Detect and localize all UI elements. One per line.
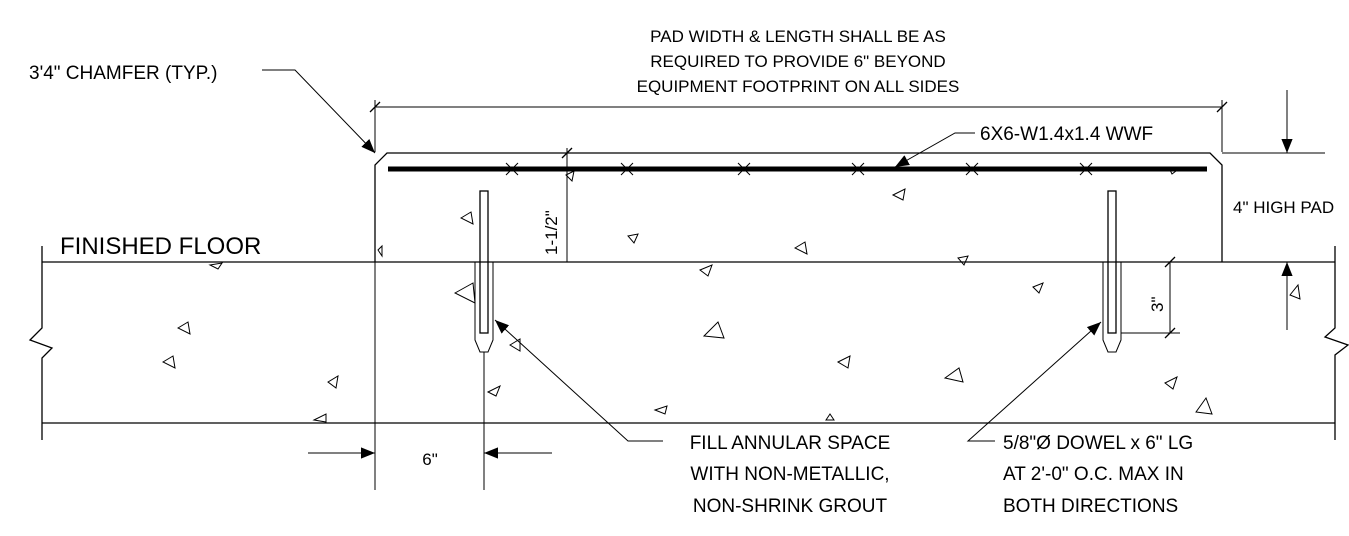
mesh-note: 6X6-W1.4x1.4 WWF — [980, 124, 1153, 145]
pad-height-dimension — [1222, 90, 1335, 330]
wwf-cross-wires — [505, 162, 1093, 176]
dowel-note-line-3: BOTH DIRECTIONS — [1003, 496, 1178, 517]
grout-note-line-3: NON-SHRINK GROUT — [693, 496, 888, 517]
edge-offset-label: 6" — [422, 450, 438, 469]
edge-offset-dimension — [308, 262, 552, 490]
chamfer-leader — [262, 69, 376, 154]
floor-slab — [28, 246, 1349, 440]
finished-floor-label: FINISHED FLOOR — [60, 233, 261, 260]
dowel-left — [474, 190, 494, 353]
pad-height-label: 4" HIGH PAD — [1233, 198, 1334, 217]
pad-size-note-line-3: EQUIPMENT FOOTPRINT ON ALL SIDES — [637, 77, 960, 96]
aggregate-hatching — [161, 167, 1301, 423]
mesh-leader — [894, 132, 975, 168]
grout-note-line-1: FILL ANNULAR SPACE — [690, 433, 891, 454]
pad-size-note-line-1: PAD WIDTH & LENGTH SHALL BE AS — [650, 27, 946, 46]
dowel-note-line-2: AT 2'-0" O.C. MAX IN — [1003, 464, 1184, 485]
grout-leader — [494, 319, 663, 442]
dowel-leader — [966, 321, 1102, 442]
mesh-depth-label: 1-1/2" — [542, 210, 561, 255]
embed-depth-label: 3" — [1148, 297, 1167, 313]
concrete-pad — [374, 152, 1223, 262]
mesh-depth-dimension — [561, 147, 573, 262]
pad-width-dimension — [369, 100, 1228, 152]
dowel-note-line-1: 5/8"Ø DOWEL x 6" LG — [1003, 433, 1193, 454]
pad-size-note-line-2: REQUIRED TO PROVIDE 6" BEYOND — [650, 52, 945, 71]
dowel-right — [1102, 190, 1122, 353]
grout-note-line-2: WITH NON-METALLIC, — [690, 464, 889, 485]
embed-depth-dimension — [1121, 256, 1180, 339]
chamfer-note: 3'4" CHAMFER (TYP.) — [29, 63, 217, 84]
